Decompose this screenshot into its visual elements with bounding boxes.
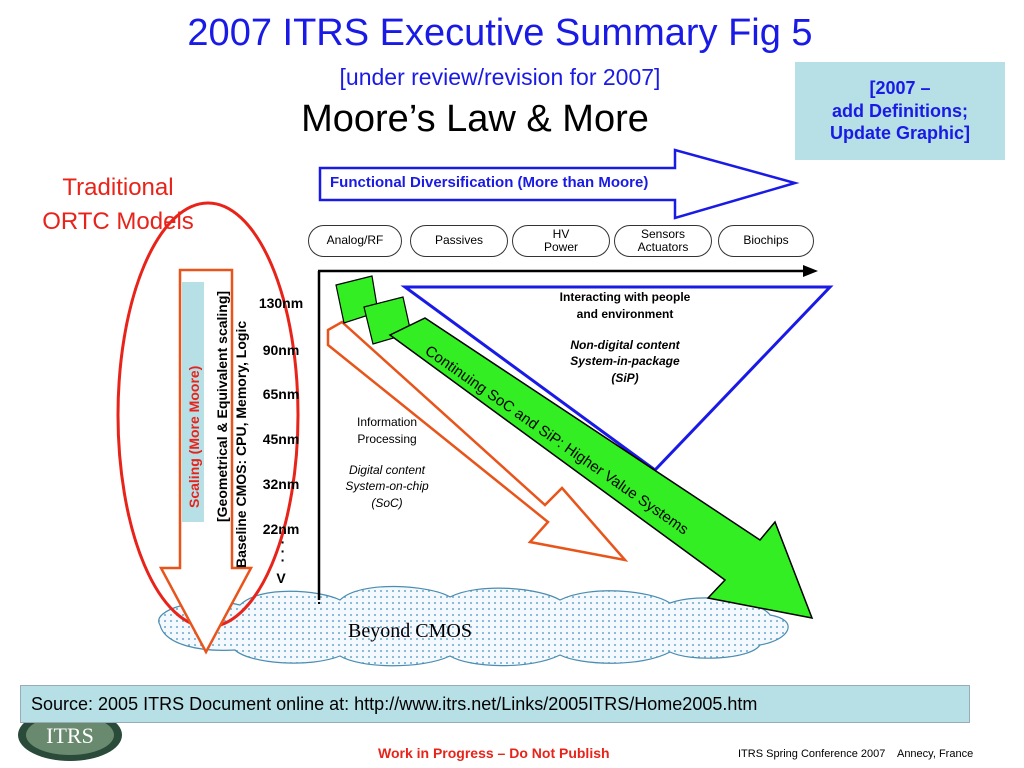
page-title: 2007 ITRS Executive Summary Fig 5 xyxy=(187,12,813,54)
node-label: Power xyxy=(543,240,578,254)
footer-work-in-progress: Work in Progress – Do Not Publish xyxy=(378,745,610,761)
baseline-cmos-label: Baseline CMOS: CPU, Memory, Logic xyxy=(233,321,249,568)
node-label: Passives xyxy=(434,233,484,248)
node-passives: Passives xyxy=(410,225,508,257)
soc-text-line: System-on-chip xyxy=(345,479,429,494)
tech-node-130nm: 130nm xyxy=(258,295,304,311)
revision-note-line: [2007 – xyxy=(869,78,931,99)
footer-conference: ITRS Spring Conference 2007 Annecy, Fran… xyxy=(738,748,974,760)
scaling-label: Scaling (More Moore) xyxy=(186,366,202,508)
beyond-cmos-label: Beyond CMOS xyxy=(348,620,472,642)
node-analog-rf: Analog/RF xyxy=(308,225,402,257)
sip-description: Interacting with people and environment … xyxy=(532,289,718,387)
tech-node-32nm: 32nm xyxy=(262,476,300,492)
higher-value-arrow xyxy=(388,317,814,619)
sip-text-line: (SiP) xyxy=(611,371,639,386)
sip-text-line: Interacting with people xyxy=(559,290,691,304)
traditional-label: Traditional xyxy=(62,174,174,201)
soc-text-line: Digital content xyxy=(348,462,426,477)
logo-text: ITRS xyxy=(46,723,94,748)
page-subtitle: [under review/revision for 2007] xyxy=(339,64,661,90)
sip-text-line: and environment xyxy=(576,306,674,321)
sip-text-line: Non-digital content xyxy=(570,337,680,352)
baseline-geometric-label: [Geometrical & Equivalent scaling] xyxy=(214,291,230,522)
ortc-models-label: ORTC Models xyxy=(42,208,194,235)
revision-note-line: add Definitions; xyxy=(832,100,968,121)
tech-node-arrow-mark: V xyxy=(276,570,286,586)
soc-text-line: Processing xyxy=(357,431,417,446)
node-sensors-actuators: Sensors Actuators xyxy=(614,225,712,257)
soc-arrow xyxy=(326,320,629,562)
scaling-label-bg xyxy=(182,282,204,522)
node-label: Analog/RF xyxy=(326,233,384,248)
node-biochips: Biochips xyxy=(718,225,814,257)
tech-node-22nm: 22nm xyxy=(262,521,300,537)
soc-text-line: Information xyxy=(356,415,418,429)
node-label: Sensors xyxy=(640,226,686,241)
revision-note-line: Update Graphic] xyxy=(829,123,971,144)
horizontal-axis-arrowhead xyxy=(803,265,818,277)
source-text: Source: 2005 ITRS Document online at: ht… xyxy=(31,693,758,714)
source-bar: Source: 2005 ITRS Document online at: ht… xyxy=(20,685,970,723)
tech-node-45nm: 45nm xyxy=(262,431,300,447)
tech-node-65nm: 65nm xyxy=(262,386,300,402)
node-label: HV xyxy=(552,226,570,241)
beyond-cmos-cloud xyxy=(158,585,789,667)
sip-region-triangle xyxy=(400,285,834,472)
revision-note: [2007 – add Definitions; Update Graphic] xyxy=(795,62,1005,160)
soc-text-line: (SoC) xyxy=(371,496,403,511)
functional-arrow xyxy=(318,148,800,220)
soc-description: Information Processing Digital content S… xyxy=(326,414,448,512)
slide-heading: Moore’s Law & More xyxy=(301,98,649,140)
node-label: Actuators xyxy=(637,240,689,254)
functional-diversification-label: Functional Diversification (More than Mo… xyxy=(330,174,649,191)
node-hv-power: HV Power xyxy=(512,225,610,257)
tech-node-continuation-dots: · · · xyxy=(280,534,286,568)
tech-node-90nm: 90nm xyxy=(262,342,300,358)
node-label: Biochips xyxy=(743,233,789,248)
sip-text-line: System-in-package xyxy=(570,354,680,369)
